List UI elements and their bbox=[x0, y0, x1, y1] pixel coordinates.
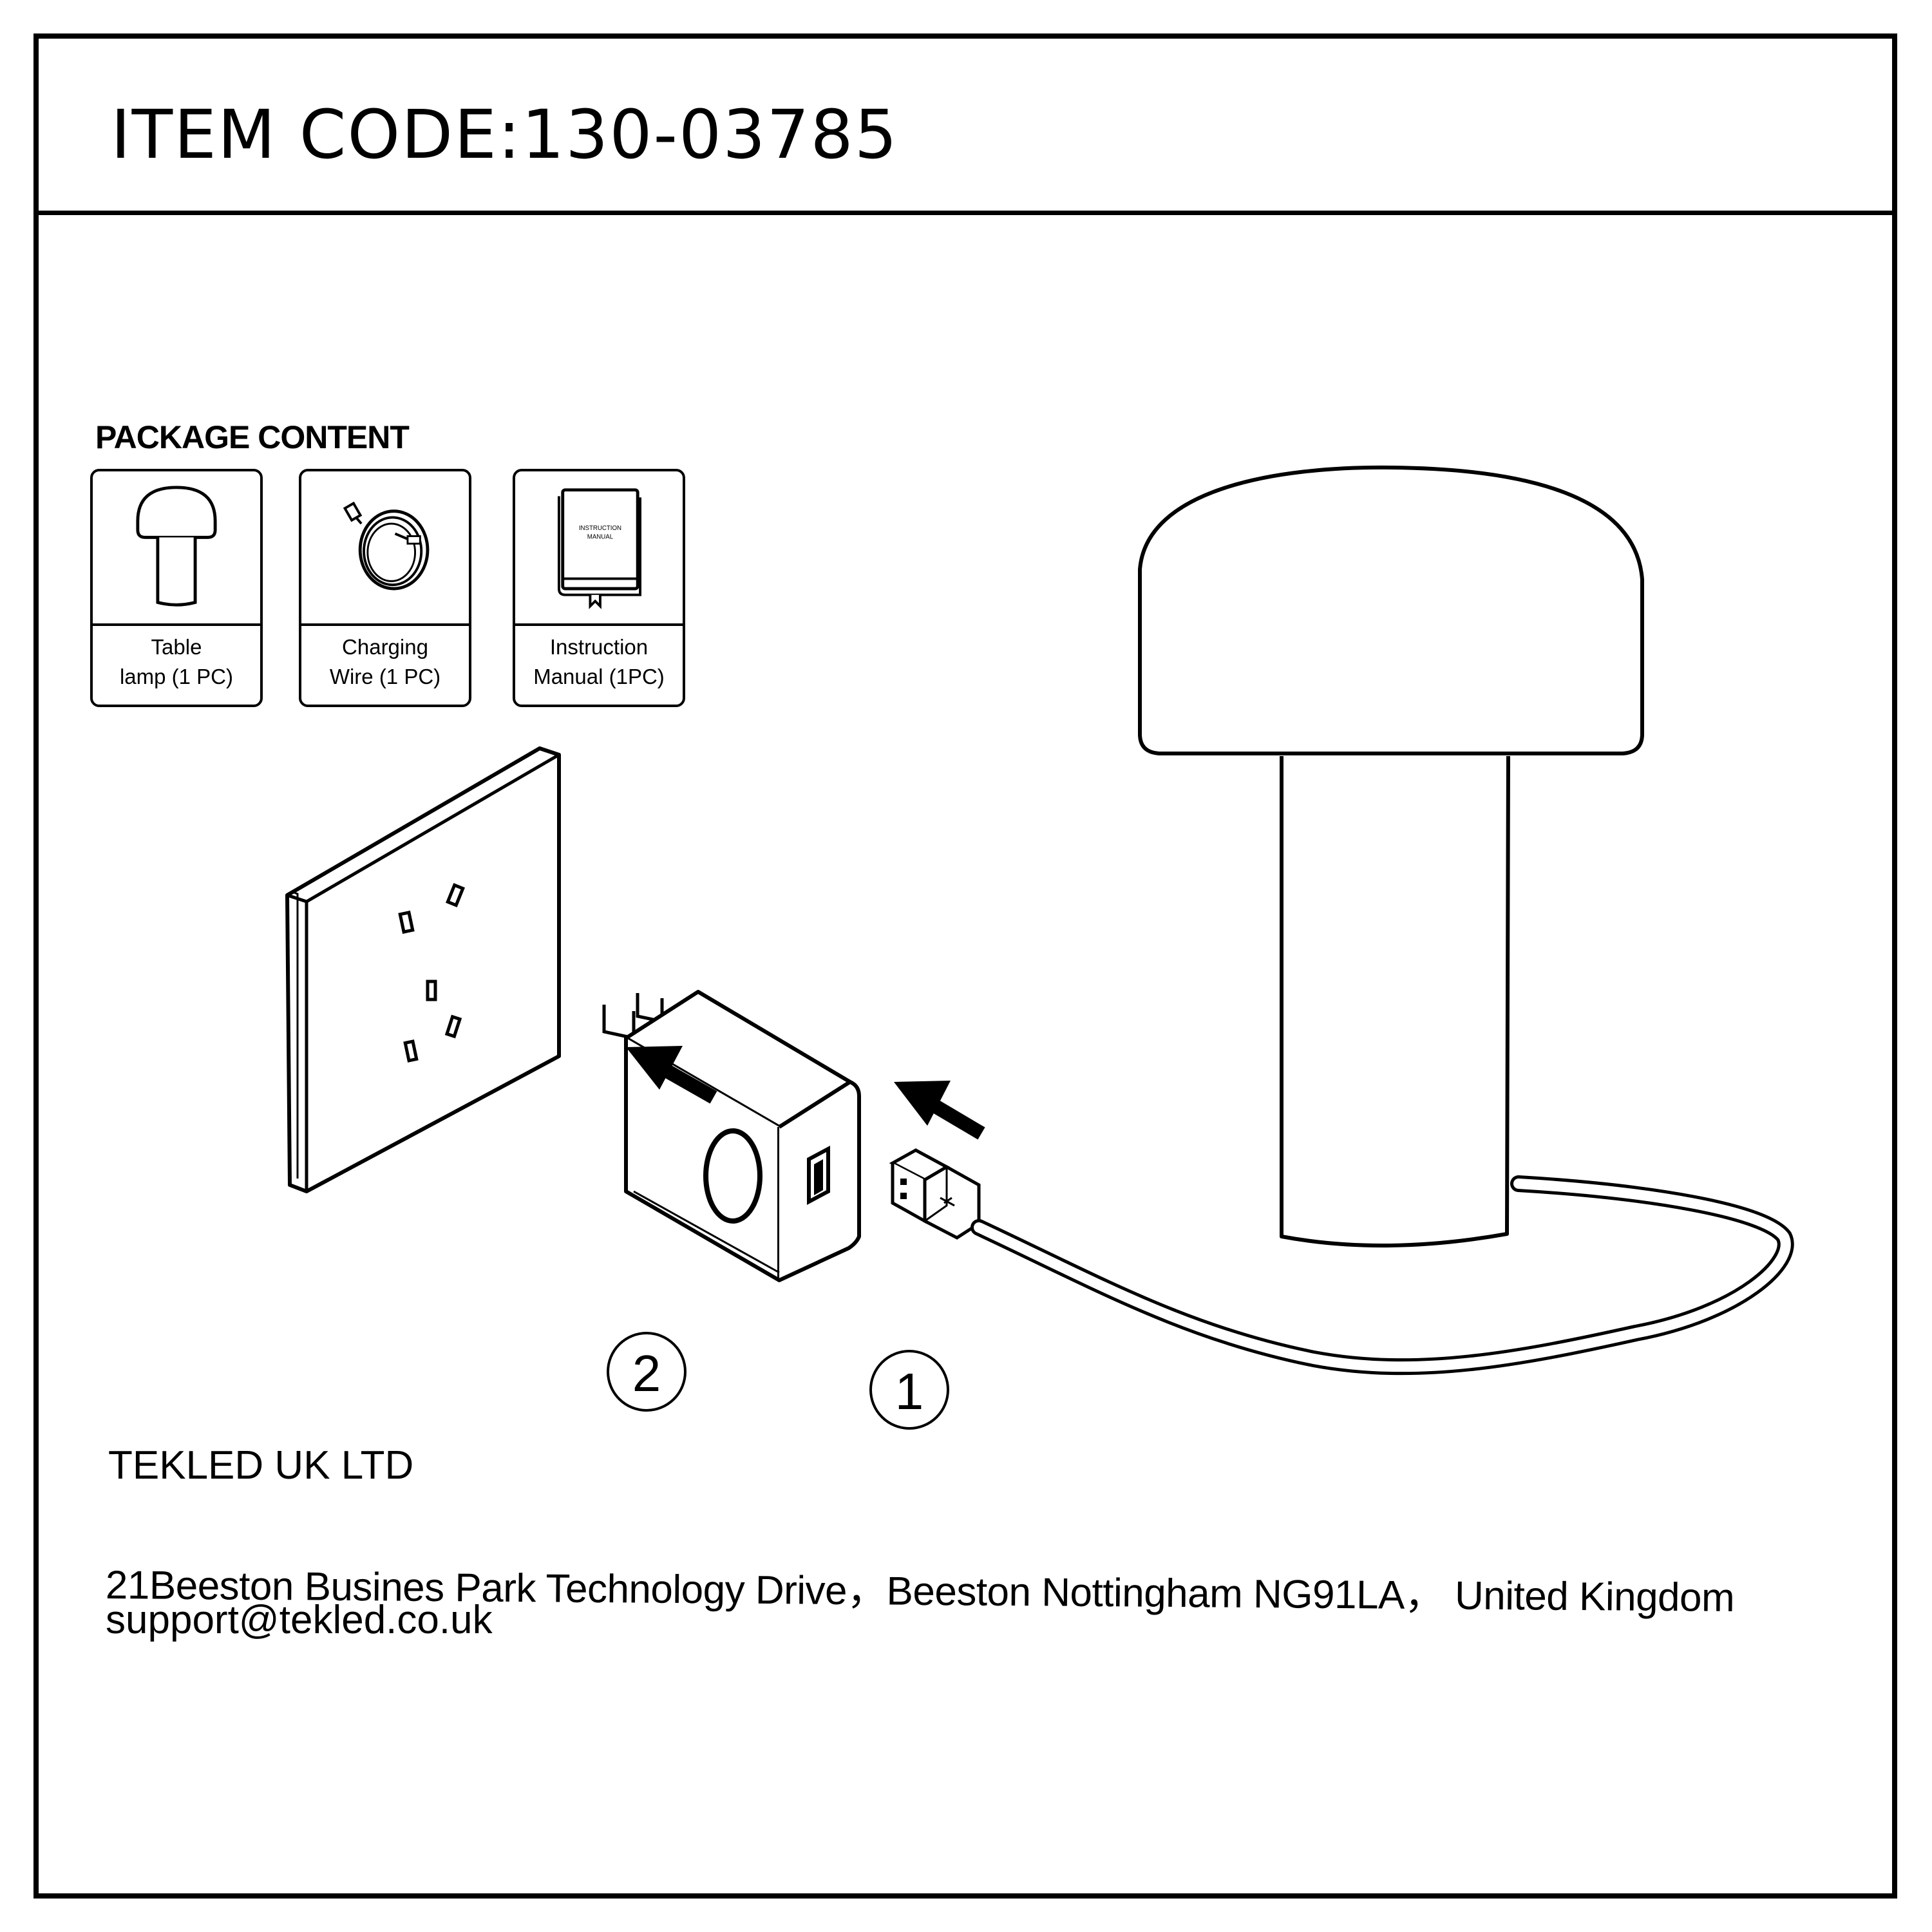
item-code: ITEM CODE:130-03785 bbox=[111, 95, 898, 174]
manual-cover-text: INSTRUCTION bbox=[579, 525, 621, 532]
caption-line: Table bbox=[151, 635, 202, 659]
arrow-left-icon bbox=[626, 1046, 717, 1104]
document-frame: ITEM CODE:130-03785 bbox=[33, 33, 1897, 1899]
package-item-caption: Instruction Manual (1PC) bbox=[515, 632, 683, 692]
caption-line: Manual (1PC) bbox=[533, 665, 665, 688]
package-item-instruction-manual: INSTRUCTION MANUAL Instruction Manual (1… bbox=[513, 469, 685, 707]
charging-wire-icon bbox=[343, 501, 430, 591]
package-item-caption: Charging Wire (1 PC) bbox=[301, 632, 469, 692]
step-2-marker: 2 bbox=[607, 1332, 687, 1412]
caption-line: Wire (1 PC) bbox=[329, 665, 441, 688]
step-number: 1 bbox=[895, 1363, 924, 1420]
caption-line: Instruction bbox=[549, 635, 649, 659]
usb-charger-icon bbox=[602, 990, 861, 1282]
step-number: 2 bbox=[632, 1345, 661, 1402]
header-bar: ITEM CODE:130-03785 bbox=[39, 39, 1892, 215]
package-item-illustration bbox=[301, 471, 469, 626]
table-lamp-icon bbox=[136, 486, 217, 607]
arrow-left-icon bbox=[894, 1081, 985, 1140]
usb-plug-icon bbox=[889, 1148, 993, 1240]
package-item-table-lamp: Table lamp (1 PC) bbox=[90, 469, 263, 707]
package-item-caption: Table lamp (1 PC) bbox=[93, 632, 260, 692]
instruction-manual-icon: INSTRUCTION MANUAL bbox=[557, 488, 641, 609]
support-email: support@tekled.co.uk bbox=[106, 1598, 493, 1642]
charging-cable-icon bbox=[971, 1175, 1794, 1376]
package-content-title: PACKAGE CONTENT bbox=[95, 419, 410, 455]
package-item-illustration bbox=[93, 471, 260, 626]
caption-line: lamp (1 PC) bbox=[119, 665, 234, 688]
manual-cover-text: MANUAL bbox=[587, 533, 614, 540]
table-lamp-illustration bbox=[1138, 465, 1644, 1248]
caption-line: Charging bbox=[342, 635, 428, 659]
step-1-marker: 1 bbox=[869, 1350, 949, 1430]
company-name: TEKLED UK LTD bbox=[108, 1443, 414, 1488]
package-item-charging-wire: Charging Wire (1 PC) bbox=[299, 469, 471, 707]
package-item-illustration: INSTRUCTION MANUAL bbox=[515, 471, 683, 626]
wall-socket-icon bbox=[285, 746, 561, 1193]
